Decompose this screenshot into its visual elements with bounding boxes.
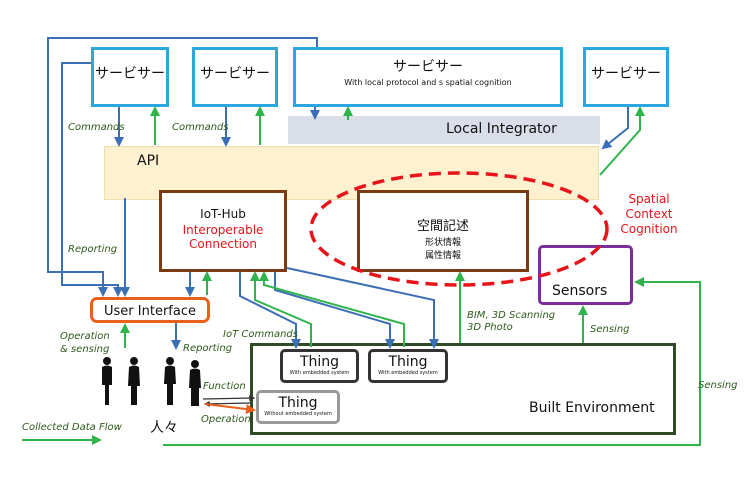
built-environment-label: Built Environment [529, 400, 655, 416]
iot-hub-box: IoT-Hub Interoperable Connection [159, 190, 287, 272]
sensing-label-1: Sensing [590, 324, 630, 335]
people-label: 人々 [150, 420, 178, 436]
people-icon [102, 357, 201, 406]
service-sublabel: With local protocol and s spatial cognit… [344, 78, 512, 87]
iot-hub-title: IoT-Hub [200, 207, 246, 221]
spatial-record-box: 空間記述 形状情報 属性情報 [357, 190, 529, 272]
service-box-2: サービサー [192, 47, 278, 107]
service-box-1: サービサー [91, 47, 169, 107]
local-integrator-label: Local Integrator [446, 121, 557, 137]
spatial-context-label: Spatial Context Cognition [604, 192, 694, 237]
collected-data-flow-label: Collected Data Flow [22, 422, 122, 433]
thing-subtitle: With embedded system [289, 370, 350, 376]
thing-title: Thing [278, 395, 318, 411]
spatial-context-line1: Spatial [628, 192, 670, 206]
thing-title: Thing [388, 354, 428, 370]
bim-label-2: 3D Photo [467, 322, 513, 333]
spatial-context-line3: Cognition [620, 222, 678, 236]
thing-box-2: Thing With embedded system [368, 349, 448, 383]
local-integrator-bar: Local Integrator [288, 116, 600, 144]
sensors-label: Sensors [552, 283, 608, 299]
thing-box-1: Thing With embedded system [280, 349, 359, 383]
sensing-label-2: Sensing [698, 380, 738, 391]
user-interface-label: User Interface [104, 304, 196, 319]
sensors-box: Sensors [538, 245, 633, 305]
spatial-record-line2: 属性情報 [424, 251, 461, 261]
spatial-context-line2: Context [625, 207, 673, 221]
service-label: サービサー [95, 66, 165, 82]
reporting-label-1: Reporting [68, 244, 118, 255]
thing-subtitle: With embedded system [378, 370, 438, 376]
iot-commands-label: IoT Commands [223, 329, 298, 340]
reporting-label-2: Reporting [183, 343, 233, 354]
operation-sensing-label-1: Operation [60, 331, 110, 342]
spatial-context-ellipse [309, 171, 609, 287]
service-box-4: サービサー [583, 47, 669, 107]
spatial-record-line1: 形状情報 [424, 238, 461, 248]
iot-hub-line2: Connection [189, 237, 257, 251]
thing-subtitle: Without embedded system [264, 411, 332, 417]
iot-hub-line1: Interoperable [182, 223, 264, 237]
api-label: API [137, 153, 160, 169]
spatial-record-title: 空間記述 [416, 219, 469, 234]
service-label: サービサー [591, 66, 661, 82]
thing-box-3: Thing Without embedded system [256, 390, 340, 424]
operation-sensing-label-2: & sensing [60, 344, 110, 355]
commands-label-2: Commands [172, 122, 229, 133]
function-label: Function [203, 381, 246, 392]
service-box-3: サービサー With local protocol and s spatial … [293, 47, 563, 107]
bim-label-1: BIM, 3D Scanning [467, 310, 556, 321]
service-label: サービサー [393, 59, 463, 75]
thing-title: Thing [299, 354, 340, 370]
operation-label: Operation [201, 414, 251, 425]
user-interface-box: User Interface [90, 297, 210, 323]
commands-label-1: Commands [68, 122, 125, 133]
service-label: サービサー [200, 66, 270, 82]
